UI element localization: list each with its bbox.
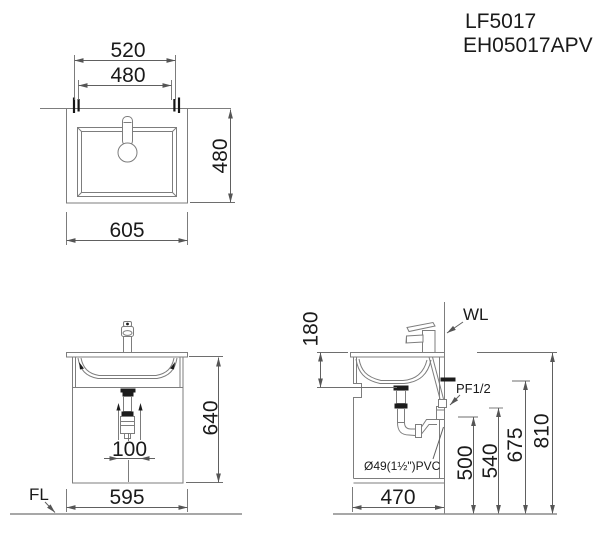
side-view-drawing: WL bbox=[300, 302, 557, 515]
dim-480-horizontal: 480 bbox=[78, 64, 172, 100]
basin-wall-mark-right bbox=[170, 362, 175, 370]
front-basin-bowl bbox=[77, 357, 178, 379]
pvc-pipe-callout: Ø49(1½")PVC bbox=[364, 426, 444, 473]
dim-540: 540 bbox=[479, 407, 503, 514]
dim-480-vertical: 480 bbox=[190, 109, 235, 203]
faucet-front-view bbox=[121, 321, 134, 353]
product-model: LF5017 bbox=[465, 10, 536, 33]
dim-label-470: 470 bbox=[380, 486, 415, 509]
dim-810: 810 bbox=[477, 352, 557, 514]
dim-label-540: 540 bbox=[479, 443, 502, 478]
dim-label-100: 100 bbox=[112, 438, 147, 461]
dim-label-810: 810 bbox=[531, 413, 554, 448]
side-drain-trap bbox=[393, 385, 445, 438]
dim-label-480-width: 480 bbox=[110, 64, 145, 87]
supply-stub-lines bbox=[116, 403, 143, 482]
faucet-side-view bbox=[405, 321, 436, 353]
dim-label-605: 605 bbox=[109, 219, 144, 242]
dim-180: 180 bbox=[300, 311, 397, 388]
title-block: LF5017 EH05017APV bbox=[463, 10, 593, 57]
mounting-brackets bbox=[72, 97, 181, 113]
dim-605: 605 bbox=[66, 212, 188, 245]
dim-label-595: 595 bbox=[109, 486, 144, 509]
basin-wall-mark-left bbox=[79, 362, 84, 370]
dim-label-675: 675 bbox=[504, 427, 527, 462]
dim-595: 595 bbox=[66, 486, 188, 512]
dim-470: 470 bbox=[352, 486, 444, 512]
dim-label-500: 500 bbox=[454, 445, 477, 480]
faucet-spout-top bbox=[122, 116, 133, 146]
dim-label-640: 640 bbox=[200, 400, 223, 435]
front-view-drawing: 100 640 595 FL bbox=[10, 321, 242, 515]
floor-level-callout: FL bbox=[29, 485, 56, 513]
dim-label-180: 180 bbox=[300, 311, 323, 346]
supply-hose bbox=[428, 356, 447, 408]
floor-level-label: FL bbox=[29, 485, 49, 504]
side-basin-section bbox=[355, 358, 432, 384]
wall-line-callout: WL bbox=[446, 305, 489, 334]
faucet-body-top bbox=[117, 142, 138, 163]
dim-675: 675 bbox=[504, 380, 530, 514]
front-countertop bbox=[66, 352, 188, 358]
dim-label-480-depth: 480 bbox=[209, 138, 232, 173]
supply-size-label: PF1/2 bbox=[456, 381, 491, 396]
dim-520: 520 bbox=[74, 39, 176, 100]
dim-640: 640 bbox=[186, 356, 223, 483]
supply-stub-bar bbox=[440, 377, 456, 382]
wall-line-label: WL bbox=[463, 305, 489, 324]
dim-label-520: 520 bbox=[110, 39, 145, 62]
pvc-pipe-label: Ø49(1½")PVC bbox=[364, 459, 441, 473]
dim-500: 500 bbox=[454, 416, 478, 514]
cabinet-code: EH05017APV bbox=[463, 34, 593, 57]
faucet-top-view bbox=[117, 116, 138, 163]
supply-connection-callout: PF1/2 bbox=[440, 377, 491, 406]
top-view-drawing: 520 480 480 605 bbox=[40, 39, 235, 245]
basin-rim-bevels bbox=[77, 127, 177, 197]
side-countertop bbox=[350, 352, 445, 358]
front-drain-trap bbox=[120, 388, 136, 439]
dim-100: 100 bbox=[104, 438, 155, 461]
